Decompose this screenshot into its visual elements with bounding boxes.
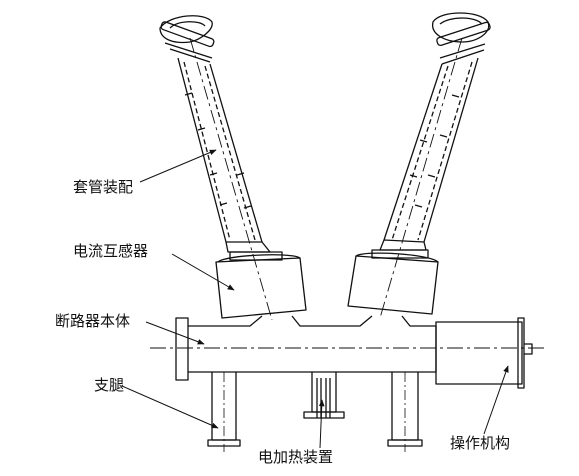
label-support-leg: 支腿 [94,376,124,394]
right-current-transformer [347,252,439,315]
bushing-leader [139,149,217,183]
label-electric-heater: 电加热装置 [258,448,333,466]
body-leader [145,321,205,345]
ct-leader [171,253,235,291]
mechanism-leader [483,365,509,435]
breaker-tank [150,315,545,381]
label-current-transformer: 电流互感器 [73,242,148,260]
right-bushing [371,12,491,319]
left-current-transformer [215,254,307,319]
operating-mechanism-box [435,317,533,389]
leg-leader [121,385,219,429]
label-breaker-body: 断路器本体 [55,312,130,330]
label-operating-mechanism: 操作机构 [450,434,510,452]
left-bushing [159,15,283,321]
heater-leader [318,399,325,449]
support-legs [207,372,423,452]
label-bushing-assembly: 套管装配 [73,178,133,196]
